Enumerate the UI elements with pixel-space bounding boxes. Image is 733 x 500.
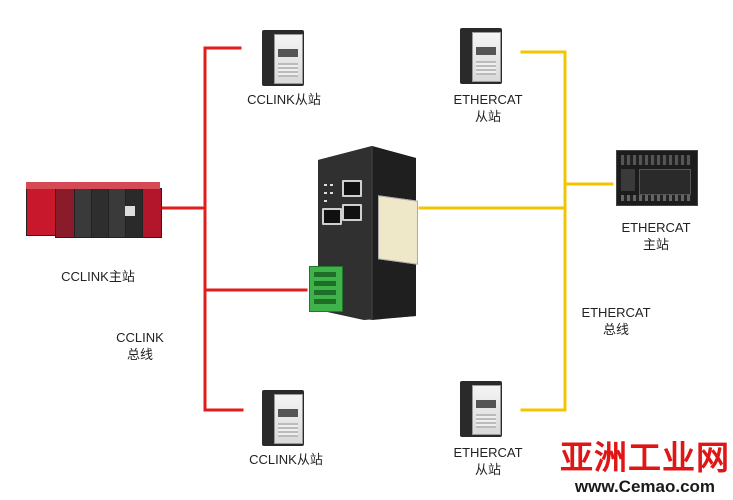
cclink-bus-label: CCLINK 总线 bbox=[100, 329, 180, 363]
cclink-master-label: CCLINK主站 bbox=[61, 269, 135, 284]
ethercat-slave-bottom-label-line2: 从站 bbox=[474, 462, 501, 477]
ethercat-bus-lines bbox=[418, 50, 614, 412]
ethercat-master-label-line2: 主站 bbox=[642, 237, 669, 252]
ethercat-plc-icon bbox=[616, 150, 698, 206]
gateway-device-icon bbox=[309, 144, 420, 320]
ethercat-slave-top-label-line1: ETHERCAT bbox=[453, 92, 523, 107]
watermark-logo: 亚洲工业网 www.Cemao.com bbox=[560, 439, 730, 499]
ethercat-bus-label-line2: 总线 bbox=[602, 322, 629, 337]
ethercat-bus-label-line1: ETHERCAT bbox=[581, 305, 651, 320]
ethercat-slave-bottom-label: ETHERCAT 从站 bbox=[440, 444, 536, 478]
watermark-en: www.Cemao.com bbox=[574, 477, 716, 496]
ethercat-master-label-line1: ETHERCAT bbox=[621, 220, 691, 235]
ethercat-slave-bottom-label-line1: ETHERCAT bbox=[453, 445, 523, 460]
ethercat-master-label: ETHERCAT 主站 bbox=[608, 219, 704, 253]
servo-drive-icon bbox=[262, 30, 304, 86]
plc-rack-icon bbox=[26, 182, 164, 238]
watermark-cn: 亚洲工业网 bbox=[560, 438, 730, 477]
cclink-slave-bottom-label: CCLINK从站 bbox=[249, 452, 323, 467]
ethercat-bus-label: ETHERCAT 总线 bbox=[568, 304, 664, 338]
ethercat-slave-top-label: ETHERCAT 从站 bbox=[440, 91, 536, 125]
cclink-bus-lines bbox=[158, 46, 308, 412]
servo-drive-icon bbox=[460, 28, 502, 84]
servo-drive-icon bbox=[460, 381, 502, 437]
servo-drive-icon bbox=[262, 390, 304, 446]
cclink-bus-label-line2: 总线 bbox=[126, 347, 153, 362]
ethercat-slave-top-label-line2: 从站 bbox=[474, 109, 501, 124]
cclink-bus-label-line1: CCLINK bbox=[116, 330, 164, 345]
cclink-slave-top-label: CCLINK从站 bbox=[247, 92, 321, 107]
